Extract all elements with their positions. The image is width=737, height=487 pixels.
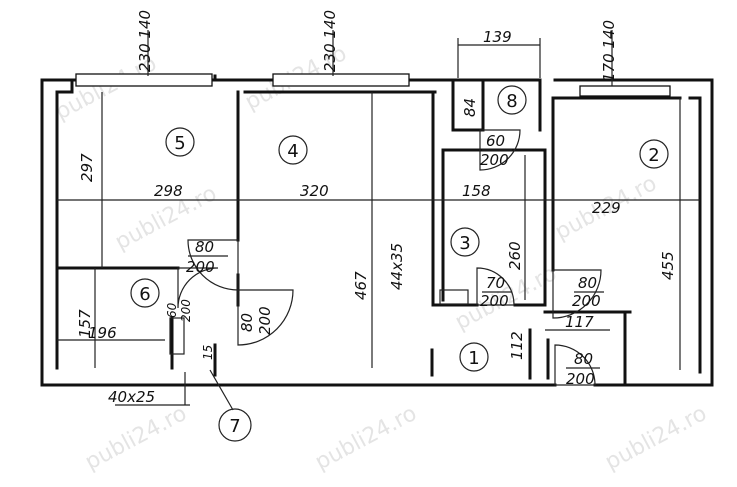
- watermark: publi24.ro: [81, 401, 191, 475]
- door-8-w: 60: [486, 132, 505, 150]
- door-3-w: 70: [486, 274, 505, 292]
- duct-44x35: [439, 289, 469, 305]
- window-room-5: [75, 73, 213, 87]
- dim-196: 196: [88, 324, 117, 342]
- door-8-h: 200: [480, 151, 509, 169]
- dim-window-4-a: 230 140: [321, 10, 339, 72]
- dim-84: 84: [461, 98, 479, 117]
- dimension-lines: [57, 30, 700, 411]
- dim-467: 467: [352, 271, 370, 300]
- dim-window-2: 170 140: [600, 20, 618, 82]
- door-6-w: 60: [165, 302, 179, 318]
- dim-157: 157: [76, 309, 94, 338]
- door-swing-main-room: [237, 289, 294, 346]
- window-room-2: [579, 85, 671, 97]
- room-label-4: 4: [287, 141, 298, 162]
- room-label-5: 5: [174, 133, 185, 154]
- door-swing-8: [479, 129, 521, 171]
- dim-40x25: 40x25: [108, 388, 155, 406]
- door-6-h: 200: [179, 299, 193, 322]
- watermark: publi24.ro: [601, 401, 711, 475]
- doors: [169, 129, 602, 386]
- windows: [75, 73, 671, 97]
- dim-158: 158: [462, 182, 491, 200]
- door-swing-5: [187, 239, 239, 291]
- room-label-1: 1: [468, 348, 479, 369]
- dim-298: 298: [154, 182, 183, 200]
- door-2-h: 200: [572, 292, 601, 310]
- dim-window-5-a: 230 140: [136, 10, 154, 72]
- door-main-w: 80: [238, 313, 256, 332]
- door-5-w: 80: [195, 238, 214, 256]
- dim-117: 117: [565, 313, 594, 331]
- door-swing-3: [476, 267, 515, 306]
- door-swing-6: [177, 267, 219, 309]
- dim-229: 229: [592, 199, 621, 217]
- door-main-h: 200: [256, 306, 274, 335]
- dim-320: 320: [300, 182, 329, 200]
- dimension-labels: 230 140 230 140 170 140 139 84 297 298 3…: [76, 10, 677, 406]
- room-label-8: 8: [506, 91, 517, 112]
- dim-window-2-a: 170 140: [600, 20, 618, 82]
- dim-260: 260: [506, 241, 524, 270]
- room-labels: 5 4 8 2 3 6 1 7: [130, 85, 669, 442]
- duct-40x25: [169, 317, 185, 355]
- window-room-4: [272, 73, 410, 87]
- dim-window-5: 230 140: [136, 10, 154, 72]
- dim-455: 455: [659, 251, 677, 280]
- room-label-6: 6: [139, 284, 150, 305]
- room-label-2: 2: [648, 145, 659, 166]
- dim-139: 139: [483, 28, 512, 46]
- watermark: publi24.ro: [311, 401, 421, 475]
- door-3-h: 200: [480, 292, 509, 310]
- door-entry-h: 200: [566, 370, 595, 388]
- dim-window-4: 230 140: [321, 10, 339, 72]
- door-swing-2: [552, 269, 602, 319]
- room-label-7: 7: [229, 416, 240, 437]
- dim-44x35: 44x35: [388, 243, 406, 290]
- dim-112: 112: [508, 331, 526, 360]
- door-2-w: 80: [578, 274, 597, 292]
- door-labels: 60 200 80 200 60 200 80 200 70 200 80 20…: [165, 132, 604, 388]
- door-entry-w: 80: [574, 350, 593, 368]
- watermark-layer: publi24.ro publi24.ro publi24.ro publi24…: [51, 41, 711, 475]
- door-swing-entry: [554, 344, 596, 386]
- dim-15: 15: [201, 345, 215, 360]
- dim-297: 297: [78, 153, 96, 182]
- room-label-3: 3: [459, 233, 470, 254]
- door-5-h: 200: [186, 258, 215, 276]
